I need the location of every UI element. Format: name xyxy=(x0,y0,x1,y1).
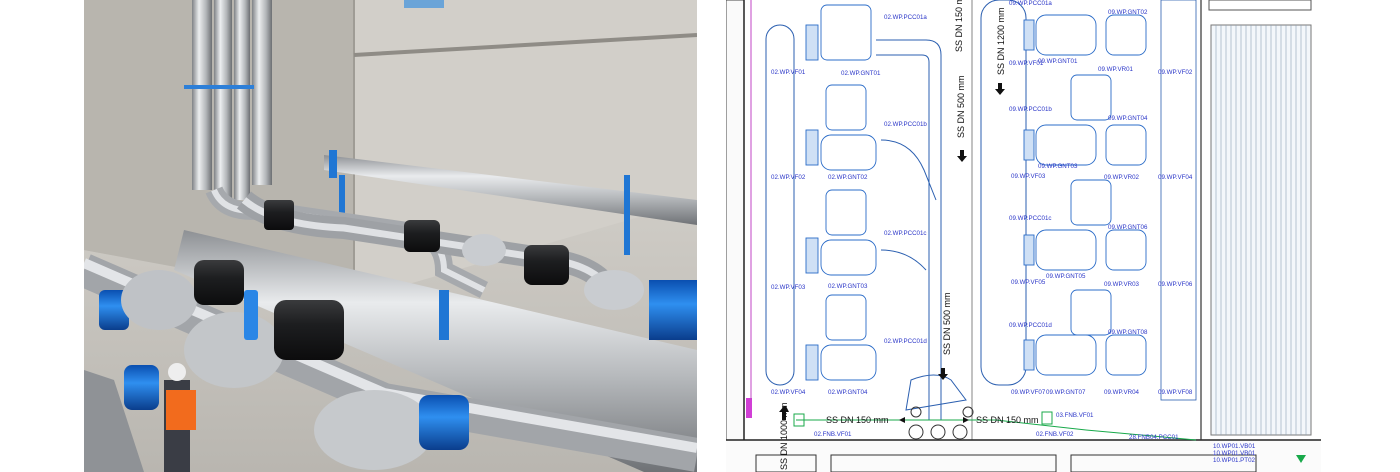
label-bottom-right: SS DN 150 mm xyxy=(976,415,1039,425)
tag-09-gnt02: 09.WP.GNT02 xyxy=(1108,9,1148,16)
cad-drawing: SS DN 150 mm SS DN 1200 mm SS DN 500 mm … xyxy=(726,0,1321,472)
tag-09-gnt08: 09.WP.GNT08 xyxy=(1108,329,1148,336)
label-riser-lower: SS DN 500 mm xyxy=(942,292,952,355)
tag-02-pcc01d: 02.WP.PCC01d xyxy=(884,338,927,345)
tag-09-vr04: 09.WP.VR04 xyxy=(1104,389,1140,396)
pump-room-plan: SS DN 150 mm SS DN 1200 mm SS DN 500 mm … xyxy=(726,0,1321,472)
tag-09-vr01: 09.WP.VR01 xyxy=(1098,66,1134,73)
tag-09-vf05: 09.WP.VF05 xyxy=(1011,279,1046,286)
tag-09-vr03: 09.WP.VR03 xyxy=(1104,281,1140,288)
tag-09-vf04: 09.WP.VF04 xyxy=(1158,174,1193,181)
label-bottom-left: SS DN 150 mm xyxy=(826,415,889,425)
tag-09-vf07: 09.WP.VF07 xyxy=(1011,389,1046,396)
tag-09-gnt01: 09.WP.GNT01 xyxy=(1038,58,1078,65)
tag-10-vb01: 10.WP01.VB01 xyxy=(1213,443,1256,450)
tag-09-gnt04: 09.WP.GNT04 xyxy=(1108,115,1148,122)
tag-03-fnb-vf01: 03.FNB.VF01 xyxy=(1056,412,1094,419)
label-main-right: SS DN 1200 mm xyxy=(996,7,1006,75)
tag-09-gnt06: 09.WP.GNT06 xyxy=(1108,224,1148,231)
tag-02-fnb-vf02: 02.FNB.VF02 xyxy=(1036,431,1074,438)
pump-room-render xyxy=(84,0,697,472)
tag-09-pcc01c: 09.WP.PCC01c xyxy=(1009,215,1052,222)
tag-28-fnb04-pcc01: 28.FNB04.PCC01 xyxy=(1129,434,1179,441)
tag-09-vf01: 09.WP.VF01 xyxy=(1009,60,1044,67)
tag-02-vf03: 02.WP.VF03 xyxy=(771,284,806,291)
tag-02-gnt02: 02.WP.GNT02 xyxy=(828,174,868,181)
label-riser-upper: SS DN 500 mm xyxy=(956,75,966,138)
tag-02-pcc01c: 02.WP.PCC01c xyxy=(884,230,927,237)
tag-02-gnt04: 02.WP.GNT04 xyxy=(828,389,868,396)
tag-02-fnb-vf01: 02.FNB.VF01 xyxy=(814,431,852,438)
tag-09-gnt05: 09.WP.GNT05 xyxy=(1046,273,1086,280)
tag-02-gnt01: 02.WP.GNT01 xyxy=(841,70,881,77)
tag-09-pcc01b: 09.WP.PCC01b xyxy=(1009,106,1052,113)
render-image xyxy=(84,0,697,472)
tag-02-gnt03: 02.WP.GNT03 xyxy=(828,283,868,290)
tag-02-vf04: 02.WP.VF04 xyxy=(771,389,806,396)
tag-09-vf03: 09.WP.VF03 xyxy=(1011,173,1046,180)
tag-10-vb02: 10.WP01.VB01 xyxy=(1213,450,1256,457)
label-drain: SS DN 1000 mm xyxy=(779,402,789,470)
tag-09-vf06: 09.WP.VF06 xyxy=(1158,281,1193,288)
tag-02-pcc01a: 02.WP.PCC01a xyxy=(884,14,927,21)
tag-09-pcc01d: 09.WP.PCC01d xyxy=(1009,322,1052,329)
tag-09-pcc01a: 09.WP.PCC01a xyxy=(1009,0,1052,7)
label-main-top: SS DN 150 mm xyxy=(954,0,964,52)
tag-09-gnt03: 09.WP.GNT03 xyxy=(1038,163,1078,170)
tag-02-pcc01b: 02.WP.PCC01b xyxy=(884,121,927,128)
tag-02-vf01: 02.WP.VF01 xyxy=(771,69,806,76)
tag-09-vf08: 09.WP.VF08 xyxy=(1158,389,1193,396)
tag-09-gnt07: 09.WP.GNT07 xyxy=(1046,389,1086,396)
tag-09-vr02: 09.WP.VR02 xyxy=(1104,174,1140,181)
tag-09-vf02: 09.WP.VF02 xyxy=(1158,69,1193,76)
tag-10-pt02: 10.WP01.PT02 xyxy=(1213,457,1256,464)
tag-02-vf02: 02.WP.VF02 xyxy=(771,174,806,181)
